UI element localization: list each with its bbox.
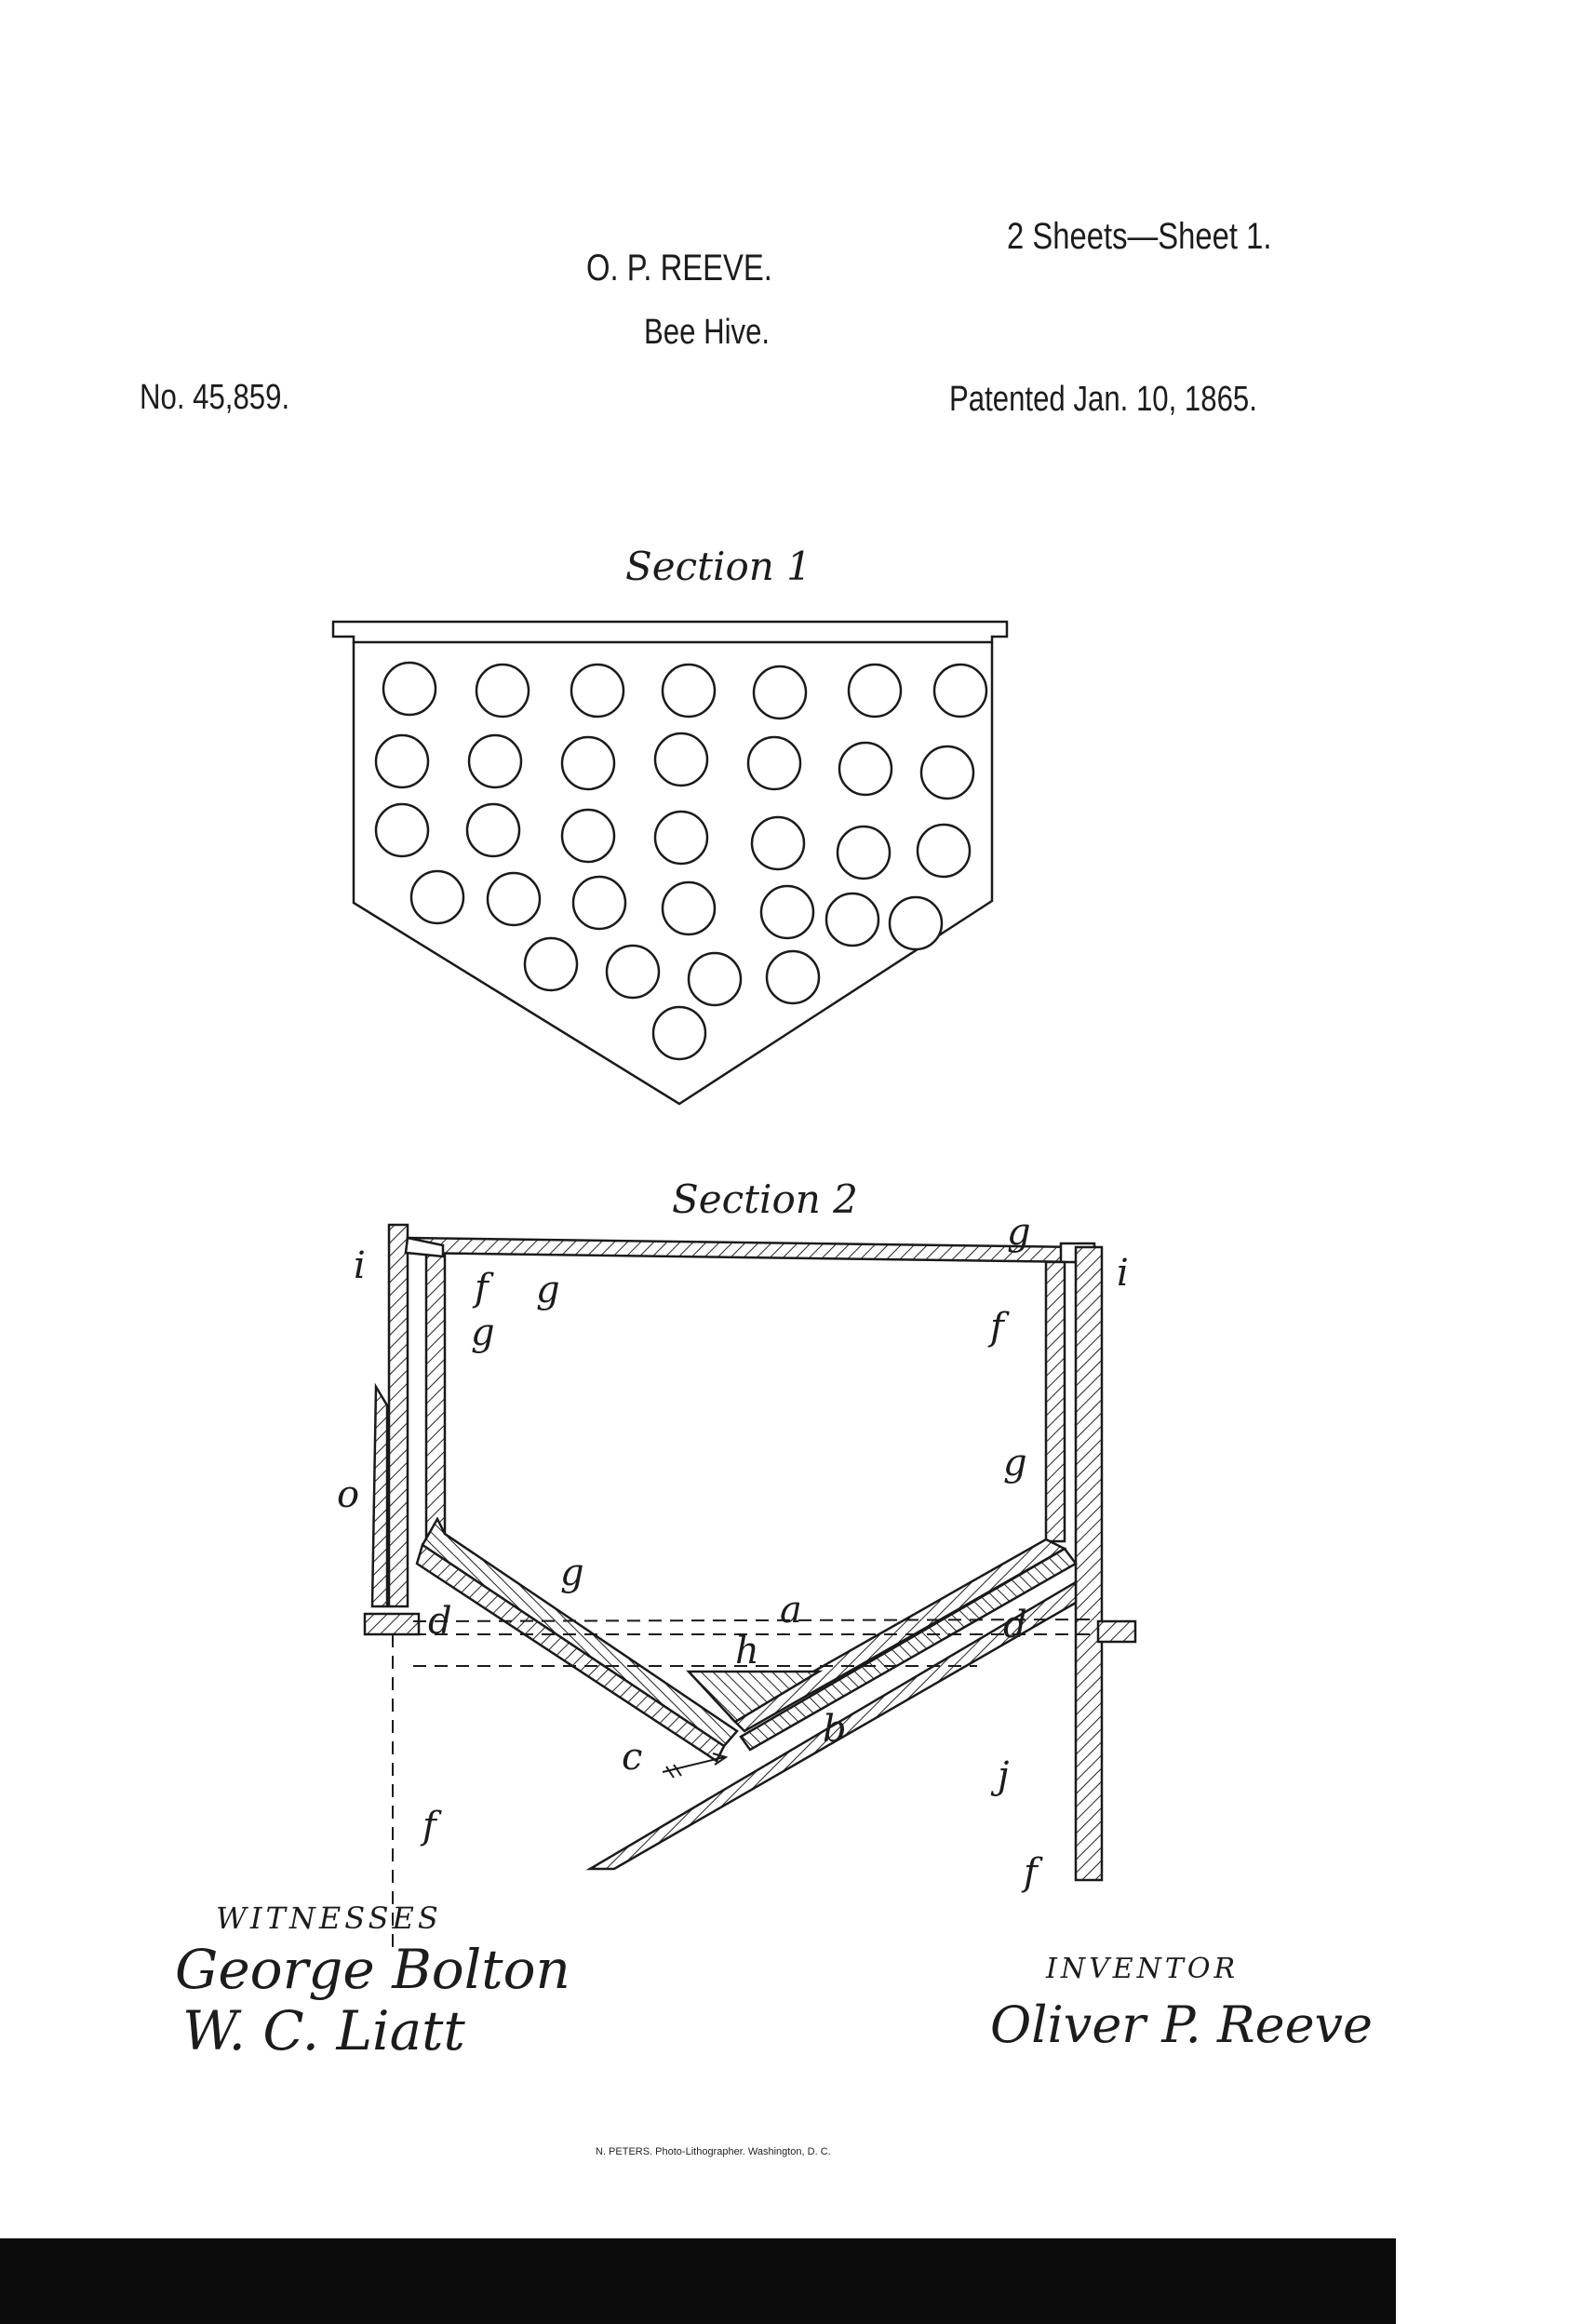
label-d-left: d [428,1600,452,1643]
label-f-bottom-left: f [422,1805,436,1847]
honeycomb-hole [651,1005,707,1061]
section-1-caption: Section 1 [625,544,811,589]
left-base-block [363,1612,421,1636]
honeycomb-hole [560,735,616,791]
honeycomb-hole [465,802,521,858]
section-2-caption: Section 2 [672,1176,858,1222]
honeycomb-hole [653,810,709,866]
honeycomb-hole [382,661,437,717]
sheet-number: 2 Sheets—Sheet 1. [1007,216,1272,257]
patent-number: No. 45,859. [140,378,290,417]
honeycomb-holes [374,661,988,1061]
honeycomb-hole [409,869,465,925]
label-c: c [622,1736,643,1779]
left-floor-upper [421,1516,739,1748]
witness-signature-2: W. C. Liatt [182,1999,465,2062]
label-a: a [780,1589,802,1632]
label-g-left: g [471,1311,495,1354]
witness-signature-1: George Bolton [175,1938,570,2001]
label-i-left: i [354,1244,366,1287]
honeycomb-hole [374,802,430,858]
honeycomb-hole [467,733,523,789]
honeycomb-hole [836,825,892,880]
honeycomb-hole [765,949,821,1005]
label-f-bottom-right: f [1024,1851,1038,1894]
inventor-name-heading: O. P. REEVE. [586,248,772,289]
outer-board [370,1382,389,1608]
label-j: j [998,1754,1010,1797]
label-f-right: f [990,1306,1004,1349]
section-2-figure [363,1223,1137,1955]
honeycomb-hole [825,892,880,947]
label-i-right: i [1117,1252,1129,1295]
honeycomb-hole [571,875,627,931]
honeycomb-hole [750,815,806,871]
label-g-right: g [1003,1442,1027,1484]
honeycomb-hole [687,951,743,1007]
scan-edge-bar [0,2238,1396,2324]
honeycomb-hole [653,732,709,787]
lithographer-imprint: N. PETERS. Photo-Lithographer. Washingto… [596,2146,831,2157]
honeycomb-hole [661,880,717,936]
honeycomb-hole [916,823,972,879]
honeycomb-hole [838,741,893,797]
label-f-top-left: f [475,1267,489,1310]
right-floor-lower [739,1547,1078,1752]
honeycomb-hole [523,936,579,992]
inventor-heading: INVENTOR [1046,1953,1240,1985]
honeycomb-hole [752,665,808,720]
wedge-h [686,1670,824,1724]
top-board [404,1236,1081,1264]
honeycomb-hole [475,663,530,719]
honeycomb-hole [570,663,625,719]
honeycomb-hole [661,663,717,719]
patent-date: Patented Jan. 10, 1865. [949,380,1257,419]
right-floor-upper [729,1538,1067,1733]
right-base-block [1096,1619,1137,1644]
label-g-center: g [560,1552,584,1594]
label-o: o [337,1473,360,1516]
right-inner-wall [1044,1260,1066,1543]
left-floor-lower [415,1543,726,1763]
label-g-top-right: g [1007,1211,1031,1254]
honeycomb-hole [486,871,542,927]
honeycomb-hole [888,895,944,951]
left-outer-wall [387,1223,409,1608]
inventor-signature: Oliver P. Reeve [990,1995,1374,2054]
invention-title: Bee Hive. [644,313,771,352]
honeycomb-hole [560,808,616,864]
honeycomb-hole [605,944,661,1000]
honeycomb-hole [374,733,430,789]
section-1-figure [331,620,1009,1106]
label-b: b [823,1708,847,1751]
honeycomb-hole [932,663,988,719]
label-h: h [735,1630,759,1672]
honeycomb-hole [746,735,802,791]
honeycomb-hole [847,663,903,719]
label-g-top-left: g [536,1269,560,1311]
slide-board-b [585,1579,1078,1871]
label-d-right: d [1003,1604,1027,1646]
witnesses-heading: WITNESSES [216,1901,442,1936]
honeycomb-hole [919,745,975,800]
right-outer-wall [1074,1245,1104,1882]
honeycomb-hole [759,884,815,940]
